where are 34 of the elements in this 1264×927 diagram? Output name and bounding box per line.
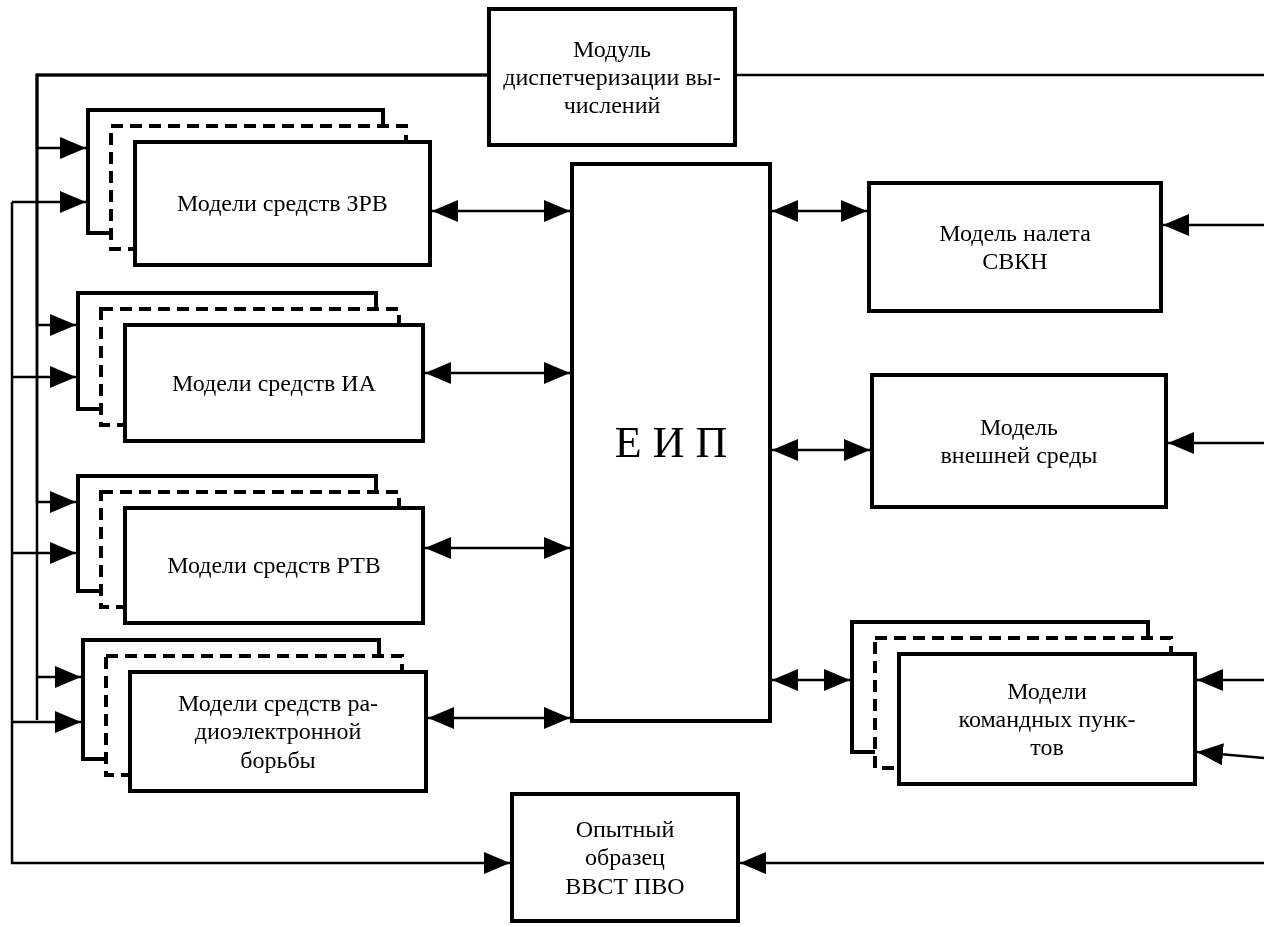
arrow xyxy=(425,537,570,559)
process-box xyxy=(487,7,737,147)
box-label: Модели средств РТВ xyxy=(166,551,382,580)
arrow xyxy=(1196,743,1264,766)
arrow xyxy=(425,362,570,384)
box-label: Опытный образец ВВСТ ПВО xyxy=(564,815,686,900)
box-label: Модель налета СВКН xyxy=(938,218,1092,276)
arrow xyxy=(12,711,81,733)
arrow xyxy=(772,200,867,222)
connector-line xyxy=(737,73,1264,77)
arrow xyxy=(10,202,510,874)
arrow xyxy=(772,439,870,461)
arrow xyxy=(740,852,1264,874)
box-label: Модуль диспетчеризации вы- числений xyxy=(502,34,722,120)
process-box xyxy=(870,373,1168,509)
arrow xyxy=(432,200,570,222)
box-label: Модель внешней среды xyxy=(939,412,1099,470)
arrow xyxy=(428,707,570,729)
box-label: Модели средств ЗРВ xyxy=(176,189,389,218)
arrow xyxy=(12,366,76,388)
box-label: Е И П xyxy=(613,416,729,469)
arrow xyxy=(1197,669,1264,691)
process-box xyxy=(510,792,740,923)
box-label: Модели средств ИА xyxy=(170,368,378,398)
arrow xyxy=(12,191,86,213)
arrow xyxy=(12,542,76,564)
arrow xyxy=(35,73,487,722)
process-box xyxy=(867,181,1163,313)
box-label: Модели средств ра- диоэлектронной борьбы xyxy=(176,689,380,774)
box-label: Модели командных пунк- тов xyxy=(957,676,1137,762)
arrow xyxy=(1168,432,1264,454)
arrow xyxy=(1163,214,1264,236)
process-box xyxy=(570,162,772,723)
arrow xyxy=(772,669,850,691)
